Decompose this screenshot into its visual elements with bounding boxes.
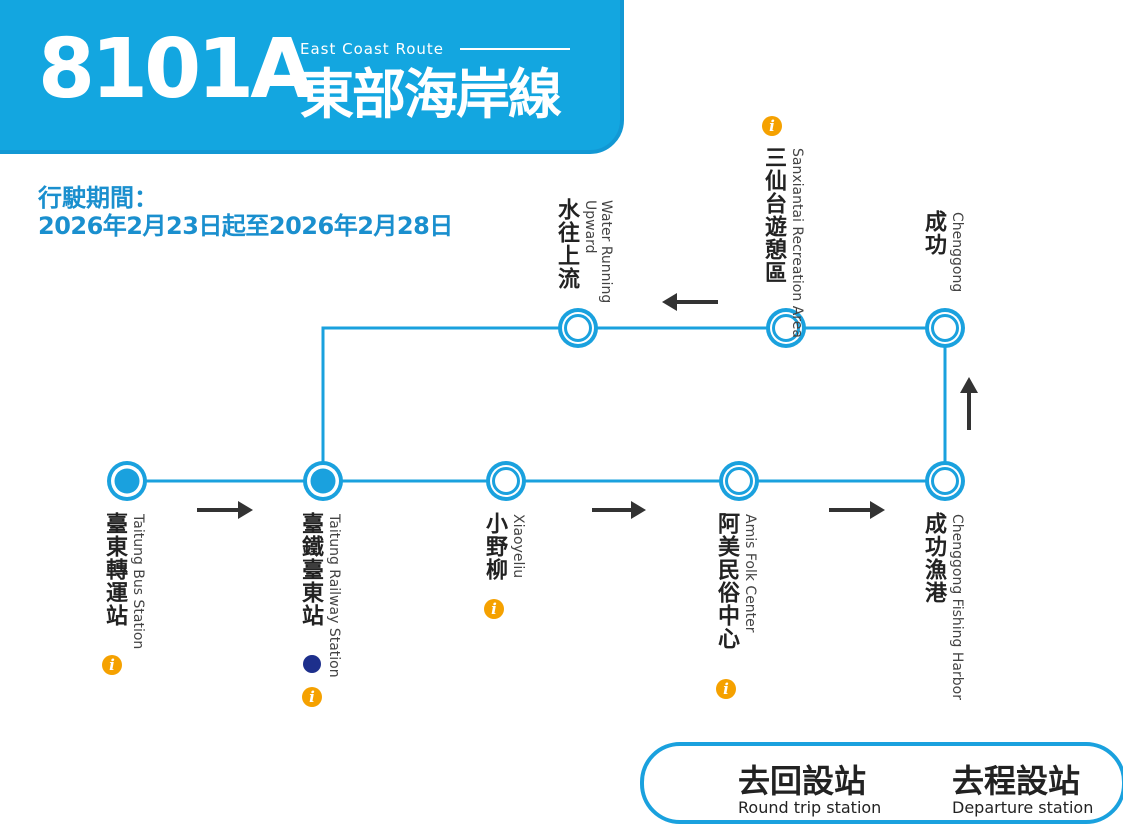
info-icon: i: [484, 599, 504, 619]
station-label-sanxiantai: 三仙台遊憩區 Sanxiantai Recreation Area: [760, 146, 935, 338]
info-icon: i: [302, 687, 322, 707]
station-name-zh: 成功: [921, 210, 946, 256]
legend: 去回設站 Round trip station 去程設站 Departure s…: [640, 742, 1123, 824]
station-label-taitung-railway: 臺鐵臺東站 Taitung Railway Station: [297, 512, 446, 678]
station-marker-round-trip: [303, 461, 343, 501]
station-name-zh: 小野柳: [482, 512, 507, 581]
direction-arrows: [197, 293, 978, 519]
station-name-en: Amis Folk Center: [742, 514, 758, 633]
station-name-en: Taitung Bus Station: [130, 514, 146, 650]
station-name-en: Xiaoyeliu: [510, 514, 526, 579]
station-label-chenggong-fishing-harbor: 成功漁港 Chenggong Fishing Harbor: [920, 512, 1043, 700]
info-icon: i: [716, 679, 736, 699]
station-name-zh: 三仙台遊憩區: [761, 146, 786, 284]
station-name-zh: 成功漁港: [921, 512, 946, 604]
route-name-zh: 東部海岸線: [300, 63, 562, 126]
station-name-en: Chenggong: [949, 212, 965, 293]
station-marker-departure: [486, 461, 526, 501]
station-name-zh: 水往上流: [554, 198, 579, 290]
legend-round-trip-label: 去回設站: [738, 762, 867, 800]
direction-arrow-icon: [662, 293, 718, 311]
direction-arrow-icon: [960, 377, 978, 430]
station-marker-round-trip: [107, 461, 147, 501]
station-marker-departure: [925, 308, 965, 348]
route-header: [0, 0, 624, 154]
direction-arrow-icon: [829, 501, 885, 519]
legend-departure-label: 去程設站: [952, 762, 1081, 800]
station-marker-departure: [719, 461, 759, 501]
railway-logo-icon: [303, 655, 321, 673]
legend-departure-label-en: Departure station: [952, 798, 1094, 817]
station-name-en: Chenggong Fishing Harbor: [949, 514, 965, 700]
station-name-en: Water Running Upward: [582, 200, 614, 304]
direction-arrow-icon: [592, 501, 646, 519]
route-line-top: [321, 326, 945, 481]
station-name-zh: 臺東轉運站: [102, 512, 127, 627]
info-icon: i: [762, 116, 782, 136]
station-marker-departure: [766, 308, 806, 348]
station-name-en: Taitung Railway Station: [326, 514, 342, 678]
route-name-en: East Coast Route: [300, 40, 444, 58]
station-marker-departure: [925, 461, 965, 501]
station-name-zh: 臺鐵臺東站: [298, 512, 323, 627]
station-label-chenggong: 成功 Chenggong: [920, 210, 991, 292]
service-period-dates: 2026年2月23日起至2026年2月28日: [38, 212, 453, 240]
station-label-taitung-bus: 臺東轉運站 Taitung Bus Station: [101, 512, 250, 649]
station-name-zh: 阿美民俗中心: [714, 512, 739, 650]
direction-arrow-icon: [197, 501, 253, 519]
service-period-label: 行駛期間：: [38, 184, 158, 212]
info-icon: i: [102, 655, 122, 675]
station-label-amis-folk-center: 阿美民俗中心 Amis Folk Center: [713, 512, 888, 650]
route-number: 8101A: [38, 22, 314, 117]
legend-round-trip-label-en: Round trip station: [738, 798, 882, 817]
station-marker-departure: [558, 308, 598, 348]
station-name-en: Sanxiantai Recreation Area: [789, 148, 805, 338]
station-label-xiaoyeliu: 小野柳 Xiaoyeliu: [481, 512, 578, 581]
header-divider: [460, 48, 570, 50]
station-label-water-running-upward: 水往上流 Water Running Upward: [553, 198, 692, 303]
